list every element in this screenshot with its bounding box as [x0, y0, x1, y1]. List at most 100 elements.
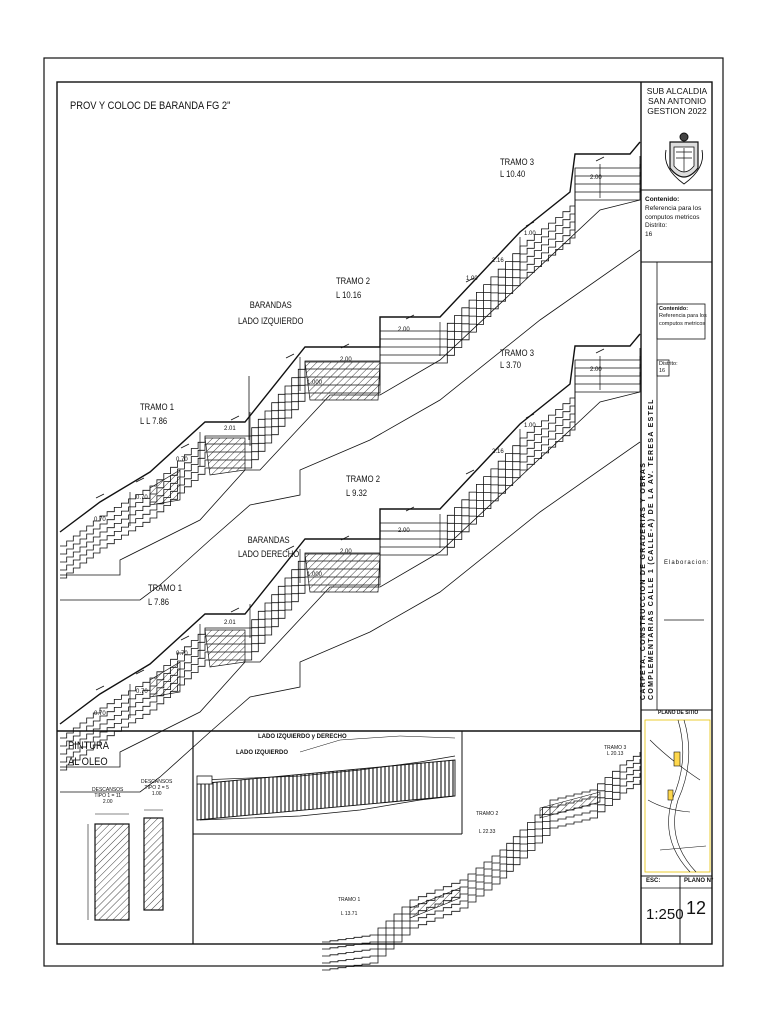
distrito-block-2: Distrito: 16 [659, 361, 678, 376]
dimension-label: 1.000 [307, 572, 323, 578]
tramo-length: L 13.71 [340, 910, 358, 917]
landing-hatch [304, 361, 381, 401]
dimension-tick [95, 493, 105, 499]
descansos-dimension: 2.00 [102, 798, 113, 805]
dimension-tick [95, 685, 105, 691]
stair-step-profile [60, 188, 641, 579]
dimension-label: 0.70 [94, 711, 106, 717]
plano-number-label: PLANO N° [684, 878, 714, 884]
project-title-line-1: CARPETA, CONSTRUCCION DE GRADERIAS Y OBR… [640, 461, 647, 700]
stair-step-profile [60, 356, 641, 747]
dimension-tick [405, 506, 415, 512]
al-oleo-word: AL OLEO [68, 755, 108, 768]
distrito-heading: Distrito: [645, 222, 668, 230]
plan-tramo-1-label: TRAMO 1 L 13.71 [338, 897, 361, 918]
dimension-tick [525, 221, 535, 227]
ground-line [60, 391, 641, 768]
contenido-line: computos metricos [645, 213, 700, 221]
org-line: SAN ANTONIO [648, 96, 706, 107]
dimension-label: 1.00 [466, 276, 478, 282]
tramo-name: TRAMO 2 [336, 276, 371, 286]
elevation-title: LADO IZQUIERDO y DERECHO [258, 734, 347, 740]
tramo-name: TRAMO 3 [604, 745, 627, 751]
dimension-label: 2.16 [492, 258, 504, 264]
descansos-1-label: DESCANSOS TIPO 1 = 11 2.00 [92, 787, 123, 805]
tramo-length: L 22.33 [478, 828, 496, 835]
lado-izquierdo-word: LADO IZQUIERDO [238, 316, 304, 327]
barandas-izquierdo-label: BARANDAS LADO IZQUIERDO [238, 300, 303, 327]
tramo-length: L 10.16 [336, 290, 362, 301]
tramo-3-bottom-label: TRAMO 3 L 3.70 [500, 348, 534, 371]
dimension-label: 2.00 [340, 357, 352, 363]
tramo-2-bottom-label: TRAMO 2 L 9.32 [346, 474, 380, 499]
tramo-length: L 3.70 [500, 360, 521, 371]
scale-value: 1:250 [646, 906, 684, 923]
dimension-tick [180, 635, 190, 641]
landing-hatch [204, 437, 246, 476]
tramo-1-top-label: TRAMO 1 L L 7.86 [140, 402, 174, 427]
barandas-word: BARANDAS [249, 300, 292, 310]
distrito-value: 16 [659, 368, 666, 375]
plano-number-value: 12 [686, 898, 707, 918]
dimension-label: 2.01 [224, 620, 236, 626]
pintura-label: PINTURA AL OLEO [68, 740, 109, 768]
tramo-length: L 9.32 [346, 488, 367, 499]
landing-hatch [149, 469, 181, 506]
org-line: SUB ALCALDIA [646, 86, 708, 96]
tramo-length: L 10.40 [500, 169, 526, 180]
dimension-label: 1.000 [307, 380, 323, 386]
pintura-word: PINTURA [68, 740, 110, 752]
dimension-tick [285, 353, 295, 359]
descansos-dimension: 1.00 [151, 790, 162, 797]
dimension-tick [135, 477, 145, 483]
dimension-tick [180, 443, 190, 449]
dimension-tick [405, 314, 415, 320]
tramo-name: TRAMO 1 [338, 897, 361, 903]
railing-elevation [196, 735, 456, 821]
tramo-name: TRAMO 1 [140, 402, 175, 412]
dimension-tick [525, 413, 535, 419]
contenido-heading: Contenido: [645, 196, 680, 203]
elaboracion-label: Elaboracion: [664, 560, 710, 566]
tramo-name: TRAMO 3 [500, 157, 535, 167]
dimension-tick [340, 343, 350, 349]
dimension-label: 0.70 [176, 457, 188, 463]
stair-step-profile [60, 348, 641, 739]
landing-hatch [149, 661, 181, 698]
dimension-label: 2.00 [398, 327, 410, 333]
contenido-line: Referencia para los [659, 313, 707, 320]
elevation-subtitle: LADO IZQUIERDO [236, 750, 288, 756]
dimension-label: 2.00 [590, 175, 602, 181]
site-plan-sketch [644, 719, 711, 873]
inner-frame [56, 81, 713, 945]
dimension-label: 0.70 [94, 517, 106, 523]
tramo-name: TRAMO 3 [500, 348, 535, 358]
stair-profile-left [59, 141, 641, 601]
descansos-type: TIPO 1 = 11 [94, 792, 122, 799]
descansos-sketch [87, 809, 164, 921]
dimension-label: 1.00 [524, 231, 536, 237]
tramo-3-top-label: TRAMO 3 L 10.40 [500, 157, 534, 180]
ground-line [60, 199, 641, 576]
stair-profile-right [59, 333, 641, 793]
plan-stair-line [322, 752, 641, 943]
barandas-derecho-label: BARANDAS LADO DERECHO [238, 535, 299, 560]
plan-tramo-2-label: TRAMO 2 L 22.33 [476, 811, 498, 836]
plano-de-sitio-label: PLANO DE SITIO [658, 710, 699, 716]
dimension-tick [340, 535, 350, 541]
org-line: GESTION 2022 [647, 106, 707, 117]
descansos-2-label: DESCANSOS TIPO 2 = 5 1.00 [141, 779, 172, 797]
contenido-heading: Contenido: [659, 306, 689, 312]
dimension-tick [465, 469, 475, 475]
contenido-block: Contenido: Referencia para los computos … [645, 196, 701, 240]
tramo-name: TRAMO 1 [148, 583, 183, 593]
dimension-label: 2.00 [340, 549, 352, 555]
landing-hatch [304, 553, 381, 593]
escala-label: ESC: [646, 878, 661, 884]
dimension-tick [230, 415, 240, 421]
dimension-tick [285, 545, 295, 551]
dimension-label: 1.00 [524, 423, 536, 429]
dimension-label: 0.70 [176, 651, 188, 657]
stair-plan-bottom [322, 752, 641, 971]
dimension-label: 0.70 [136, 495, 148, 501]
